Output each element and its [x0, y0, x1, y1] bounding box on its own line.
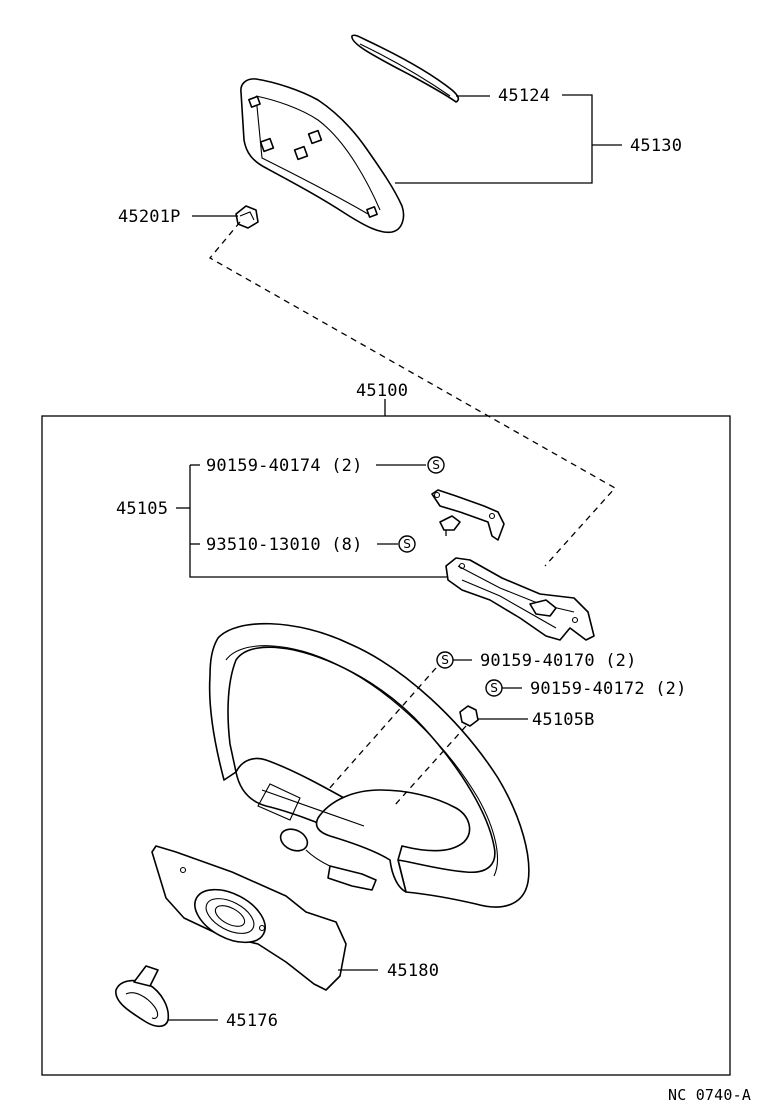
screw-line-40170 — [327, 667, 437, 791]
s-mark-13010: S — [398, 535, 416, 553]
label-90159-40170: 90159-40170 (2) — [480, 651, 637, 671]
s-mark-40172: S — [485, 679, 503, 697]
label-45124: 45124 — [498, 86, 550, 106]
lower-cover-45180 — [151, 845, 378, 991]
bracket-45176 — [115, 965, 218, 1028]
screw-line-45105B — [393, 725, 467, 807]
label-90159-40172: 90159-40172 (2) — [530, 679, 687, 699]
leaders-top — [192, 94, 622, 217]
label-45100: 45100 — [356, 381, 408, 401]
svg-text:S: S — [403, 537, 411, 551]
label-45176: 45176 — [226, 1011, 278, 1031]
leaders-45105 — [176, 464, 455, 578]
label-45105B: 45105B — [532, 710, 595, 730]
label-45180: 45180 — [387, 961, 439, 981]
svg-text:S: S — [441, 653, 449, 667]
label-45130: 45130 — [630, 136, 682, 156]
nut-45105B — [459, 705, 528, 727]
assembly-frame-45100 — [41, 415, 731, 1076]
upper-spoke-plate — [431, 489, 505, 541]
spoke-cover-45105 — [445, 557, 595, 641]
label-45105: 45105 — [116, 499, 168, 519]
label-90159-40174: 90159-40174 (2) — [206, 456, 363, 476]
diagram-code: NC 0740-A — [668, 1086, 751, 1104]
svg-text:S: S — [432, 458, 440, 472]
label-93510-13010: 93510-13010 (8) — [206, 535, 363, 555]
horn-pad-45130 — [240, 78, 405, 234]
s-mark-40170: S — [436, 651, 454, 669]
label-45201P: 45201P — [118, 207, 181, 227]
assembly-line-clip — [209, 221, 617, 567]
horn-pad-insert-45124 — [351, 34, 460, 103]
s-mark-40174: S — [427, 456, 445, 474]
steering-wheel — [208, 622, 530, 908]
clip-45201P — [235, 205, 259, 229]
svg-text:S: S — [490, 681, 498, 695]
